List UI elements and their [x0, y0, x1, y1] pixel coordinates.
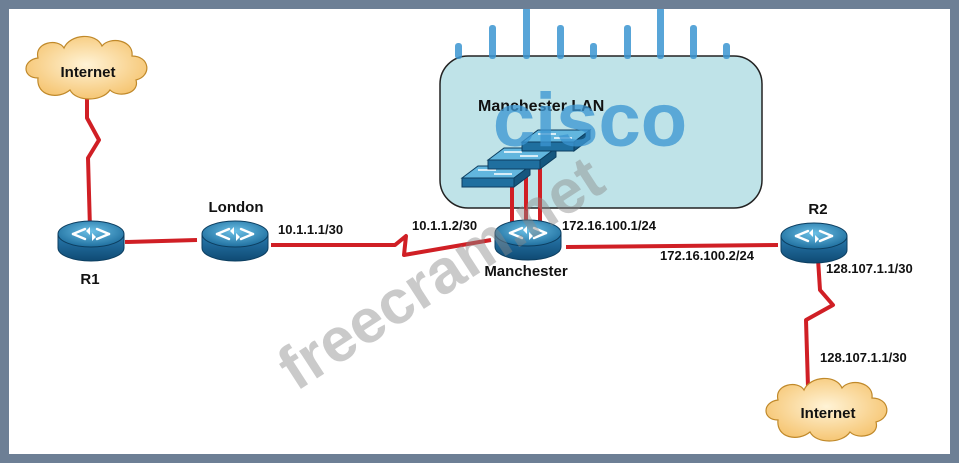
router-manchester-label: Manchester [484, 263, 568, 280]
link-manchester-r2 [565, 243, 779, 249]
address-internet-bottom: 128.107.1.1/30 [820, 350, 907, 365]
link-london-manchester [271, 234, 492, 257]
diagram-frame: Manchester LAN Internet Internet R1 Lond… [9, 9, 950, 454]
manchester-lan-label: Manchester LAN [478, 98, 604, 115]
link-r1-london [124, 238, 198, 244]
internet-bottom-label: Internet [800, 405, 855, 422]
router-r2-label: R2 [808, 201, 827, 218]
link-r1-internet [85, 98, 101, 230]
router-london-label: London [209, 199, 264, 216]
links [85, 98, 835, 388]
router-icon [200, 219, 270, 263]
router-r1-label: R1 [80, 271, 99, 288]
address-manchester-eth: 172.16.100.1/24 [562, 218, 657, 233]
router-icon [56, 219, 126, 263]
internet-top-label: Internet [60, 64, 115, 81]
svg-text:cisco: cisco [493, 78, 687, 163]
network-diagram: Manchester LAN Internet Internet R1 Lond… [25, 9, 913, 442]
address-london-serial: 10.1.1.1/30 [278, 222, 343, 237]
address-r2-internet: 128.107.1.1/30 [826, 261, 913, 276]
address-r2-eth: 172.16.100.2/24 [660, 248, 755, 263]
link-r2-internet [804, 258, 835, 388]
address-manchester-serial: 10.1.1.2/30 [412, 218, 477, 233]
cisco-watermark: cisco [455, 9, 730, 163]
router-icon [779, 221, 849, 265]
